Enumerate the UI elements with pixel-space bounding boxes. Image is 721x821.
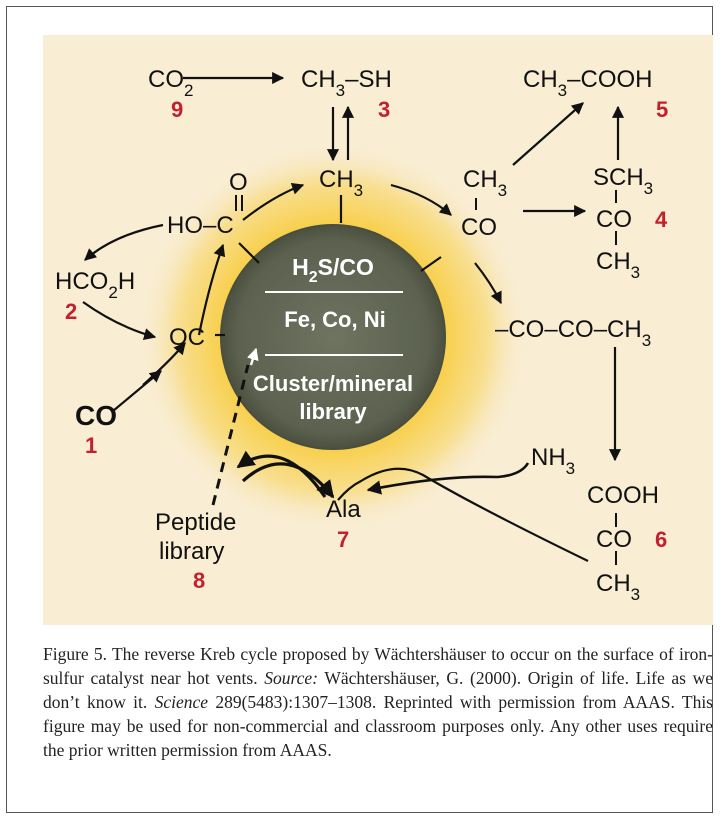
pathway-arrows [82,71,625,562]
figure-caption: Figure 5. The reverse Kreb cycle propose… [43,644,713,760]
pyruvyl-label: –CO–CO–CH3 [495,316,651,350]
peptide-label: Peptide [155,509,236,536]
number-6: 6 [655,527,667,552]
journal-name: Science [154,692,209,712]
pyruvic-cooh-label: COOH [587,482,659,509]
number-9: 9 [171,97,183,122]
ammonia-label: NH3 [531,444,575,478]
acetic-acid-label: CH3–COOH [523,66,653,100]
pyruvic-co-label: CO [596,526,632,553]
number-4: 4 [655,207,668,232]
reverse-krebs-diagram: CO2 9 CH3–SH 3 CH3–COOH 5 O HO–C CH3 CH3… [43,35,713,625]
core-metals: Fe, Co, Ni [284,307,385,332]
dashed-arrow-head [247,347,259,366]
carbon-monoxide-label: CO [75,400,117,431]
number-5: 5 [656,97,668,122]
number-8: 8 [193,568,205,593]
thioester-ch3-label: CH3 [596,248,640,282]
cycle-arrows [142,182,502,386]
catalyst-sphere [220,224,446,450]
number-2: 2 [65,299,77,324]
number-3: 3 [378,97,390,122]
number-7: 7 [337,527,349,552]
formic-acid-label: HCO2H [55,268,135,302]
surface-bonds [215,195,442,337]
pyruvic-ch3-label: CH3 [596,570,640,604]
methyl-center-label: CH3 [319,166,363,200]
thioester-co-label: CO [596,206,632,233]
figure-frame: CO2 9 CH3–SH 3 CH3–COOH 5 O HO–C CH3 CH3… [6,6,713,813]
figure-label: Figure 5. [43,644,108,664]
source-label: Source: [264,668,319,688]
core-cluster: Cluster/mineral [253,371,413,396]
surface-co-label: OC [169,324,205,351]
diagram-svg: CO2 9 CH3–SH 3 CH3–COOH 5 O HO–C CH3 CH3… [55,66,668,604]
core-library: library [299,399,367,424]
co2-label: CO2 [148,66,193,100]
bond-lines [235,190,617,565]
alanine-label: Ala [326,496,361,523]
core-h2s-co: H2S/CO [292,254,374,286]
number-1: 1 [85,433,97,458]
methyl-right-label: CH3 [463,166,507,200]
methanethiol-label: CH3–SH [301,66,392,100]
acyl-co-label: CO [461,214,497,241]
carbonyl-oxygen-label: O [229,169,248,196]
carboxyl-label: HO–C [167,212,234,239]
library-label: library [159,538,224,565]
thioester-s-label: SCH3 [593,164,653,198]
